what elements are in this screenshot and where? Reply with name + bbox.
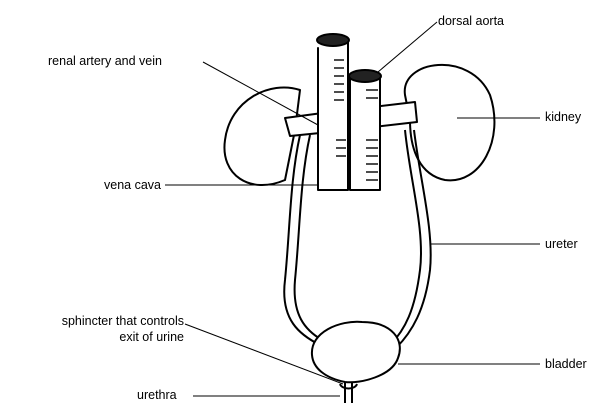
- dorsal-aorta-top: [349, 70, 381, 82]
- label-urethra: urethra: [137, 388, 177, 403]
- vena-cava-top: [317, 34, 349, 46]
- label-ureter: ureter: [545, 237, 578, 252]
- leader-dorsal-aorta: [378, 22, 437, 72]
- label-kidney: kidney: [545, 110, 581, 125]
- bladder-shape: [312, 322, 400, 383]
- label-sphincter-line2: exit of urine: [8, 330, 184, 345]
- urethra: [345, 382, 352, 403]
- sphincter: [340, 384, 357, 389]
- label-dorsal-aorta: dorsal aorta: [438, 14, 504, 29]
- label-vena-cava: vena cava: [104, 178, 161, 193]
- left-ureter: [284, 135, 320, 345]
- label-renal-artery-vein: renal artery and vein: [48, 54, 162, 69]
- label-bladder: bladder: [545, 357, 587, 372]
- dorsal-aorta: [350, 78, 380, 190]
- label-sphincter-line1: sphincter that controls: [8, 314, 184, 329]
- right-ureter: [390, 130, 421, 345]
- left-kidney: [224, 87, 300, 185]
- vena-cava: [318, 40, 348, 190]
